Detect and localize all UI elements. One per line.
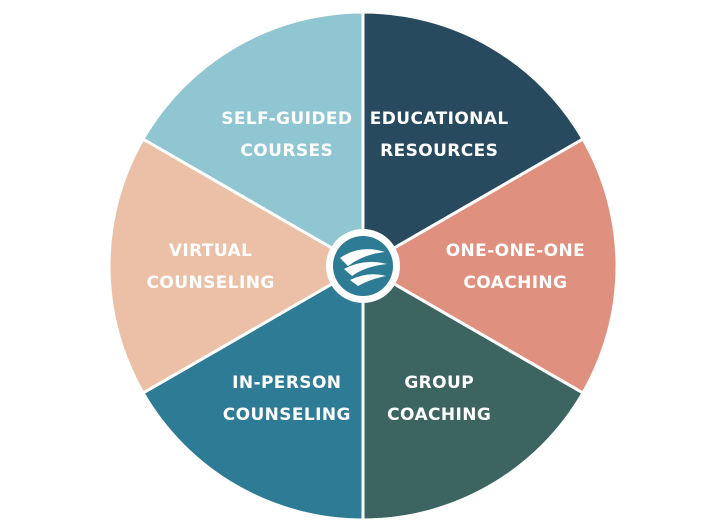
segment-label-line: COUNSELING: [147, 273, 275, 293]
wheel-segment-3: [361, 263, 586, 522]
segment-label-line: IN-PERSON: [232, 373, 341, 393]
segment-label-2: ONE-ONE-ONE COACHING: [446, 241, 585, 293]
segment-label-line: ONE-ONE-ONE: [446, 241, 585, 261]
wheel-segment-5: [107, 136, 366, 396]
center-badge: [326, 229, 400, 303]
segment-label-line: EDUCATIONAL: [370, 109, 509, 129]
wheel-segment-1: [361, 10, 586, 269]
wheel-segment-4: [140, 263, 365, 522]
segment-label-line: RESOURCES: [380, 141, 498, 161]
wing-logo-icon: [340, 249, 387, 286]
wheel-segments: [107, 10, 619, 522]
segment-label-line: GROUP: [404, 373, 474, 393]
segment-label-line: COURSES: [240, 141, 333, 161]
segment-label-line: COACHING: [387, 405, 491, 425]
segment-label-6: SELF-GUIDED COURSES: [221, 109, 352, 161]
segment-label-4: IN-PERSON COUNSELING: [223, 373, 351, 425]
wheel-segment-2: [360, 136, 619, 396]
segment-label-line: SELF-GUIDED: [221, 109, 352, 129]
segment-label-line: COACHING: [463, 273, 567, 293]
segment-label-line: COUNSELING: [223, 405, 351, 425]
segment-label-5: VIRTUAL COUNSELING: [147, 241, 275, 293]
segment-label-3: GROUP COACHING: [387, 373, 491, 425]
segment-label-1: EDUCATIONAL RESOURCES: [370, 109, 509, 161]
segment-label-line: VIRTUAL: [169, 241, 252, 261]
wheel-segment-6: [140, 10, 365, 269]
